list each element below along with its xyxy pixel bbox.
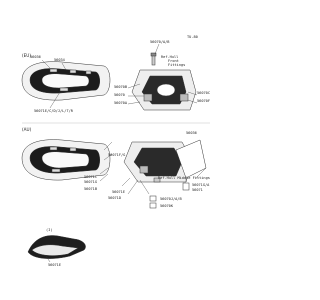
page-code: TU-80 (187, 35, 198, 39)
label-eu-top-left-2: 56034 (54, 58, 65, 62)
label-eu-mid-a: 56070B (114, 85, 127, 89)
label-eu-rear-top: 56070/A/B (150, 40, 169, 44)
label-au-ref-hull: Ref.Hull Middle Fittings (158, 176, 210, 180)
label-eu-right-a: 56070C (197, 91, 210, 95)
label-tag-part-au (149, 182, 190, 209)
panel-eu-tag: (EU) (22, 53, 31, 58)
label-eu-mid-c: 56070A (114, 101, 128, 105)
panel-au: (AU) (I) (21, 127, 210, 267)
label-au-seat: 56071E (48, 263, 61, 267)
label-au-seat-tag: (I) (46, 228, 53, 232)
label-eu-top-left: 56036 (30, 55, 41, 59)
label-au-left-a: 56071C (84, 175, 97, 179)
label-eu-ref-hull: Ref.Hull (161, 55, 178, 59)
panel-au-tag: (AU) (22, 127, 32, 132)
label-au-left-mid: 56071F/G (108, 153, 125, 157)
label-eu-ref-hull-3: Fittings (168, 63, 185, 67)
label-eu-mid-b: 56070 (114, 93, 125, 97)
label-eu-bottom: 56071E/C/D/J/L/T/R (34, 109, 74, 113)
label-eu-ref-hull-2: Front (168, 59, 179, 63)
label-au-left-b: 56071G (84, 180, 97, 184)
fitting-part-eu (150, 52, 157, 66)
label-au-right-d: 56070K (160, 204, 174, 208)
hull-top-view-au (21, 139, 111, 181)
rear-hull-au (123, 139, 207, 183)
hull-top-view-eu (21, 61, 111, 101)
label-eu-right-b: 56070F (197, 99, 210, 103)
label-au-center-b: 56071D (108, 196, 121, 200)
label-au-right-a: 56071G/A (192, 183, 210, 187)
label-au-top-right: 56036 (186, 131, 197, 135)
parts-diagram: TU-80 (EU) (21, 35, 210, 267)
seat-part-au: (I) (27, 228, 86, 259)
label-au-center-a: 56071E (112, 190, 125, 194)
label-au-right-b: 56071 (192, 188, 203, 192)
label-au-right-c: 56070J/A/B (160, 197, 182, 201)
panel-eu: (EU) (21, 40, 210, 113)
label-au-left-c: 56071B (84, 187, 97, 191)
rear-hull-eu (131, 69, 197, 111)
